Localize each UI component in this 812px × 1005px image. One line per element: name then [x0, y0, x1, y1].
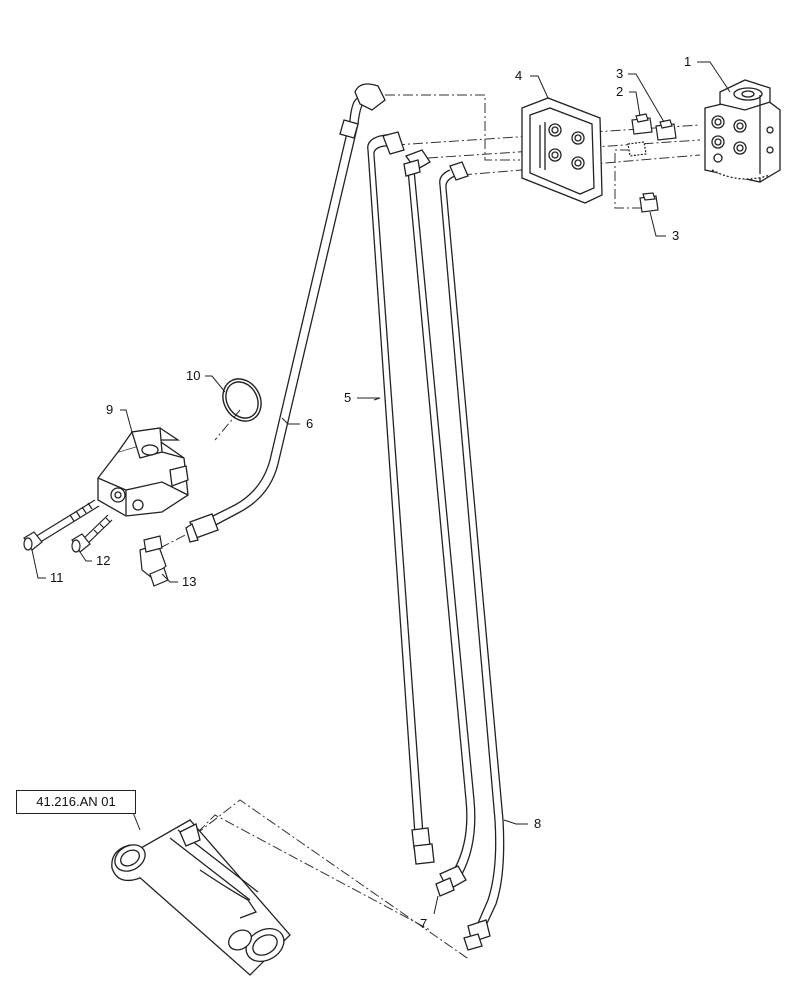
hose-5 — [367, 131, 435, 865]
adapter-fittings — [627, 113, 677, 213]
reference-link-box[interactable]: 41.216.AN 01 — [16, 790, 136, 814]
callout-8: 8 — [534, 816, 541, 831]
bolt-12 — [71, 514, 113, 553]
steering-valve — [704, 79, 781, 183]
callout-5: 5 — [344, 390, 351, 405]
o-ring — [222, 378, 262, 422]
callout-13: 13 — [182, 574, 196, 589]
hose-7 — [403, 149, 476, 897]
seal-plate — [521, 97, 603, 204]
callout-9: 9 — [106, 402, 113, 417]
callout-10: 10 — [186, 368, 200, 383]
callout-2: 2 — [616, 84, 623, 99]
bolt-11 — [23, 499, 100, 551]
callout-7: 7 — [420, 916, 427, 931]
elbow-fitting-13 — [139, 535, 169, 587]
hose-8 — [439, 161, 505, 951]
callout-6: 6 — [306, 416, 313, 431]
callout-12: 12 — [96, 553, 110, 568]
callout-1: 1 — [684, 54, 691, 69]
callout-4: 4 — [515, 68, 522, 83]
hose-6 — [185, 83, 386, 543]
callout-3-lower: 3 — [672, 228, 679, 243]
steering-cylinder — [111, 819, 291, 976]
callout-3-upper: 3 — [616, 66, 623, 81]
callouts: 1 2 3 3 4 5 6 7 8 9 10 11 12 13 — [50, 54, 691, 931]
assembly-lines — [159, 94, 701, 961]
hydraulic-pump — [97, 427, 189, 517]
callout-11: 11 — [50, 570, 64, 585]
